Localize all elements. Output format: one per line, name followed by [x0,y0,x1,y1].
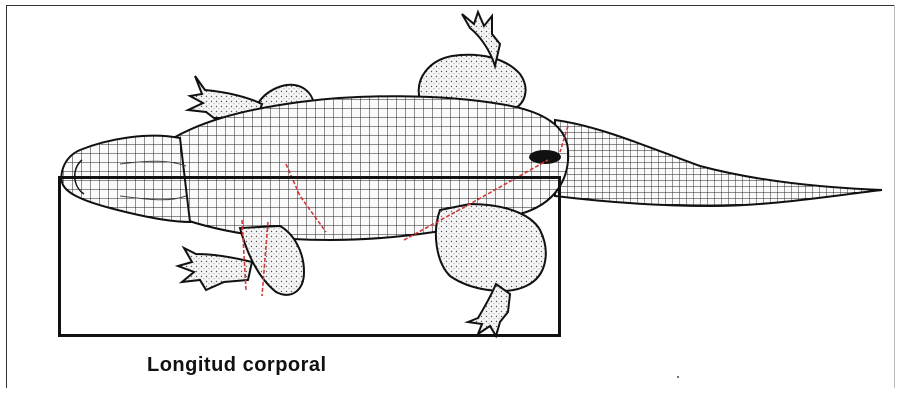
cloaca-marker [529,150,561,164]
crocodile-tail [555,120,882,206]
figure-caption: Longitud corporal [147,354,327,377]
body-length-measurement-box [58,176,561,337]
scan-speck [677,376,679,378]
